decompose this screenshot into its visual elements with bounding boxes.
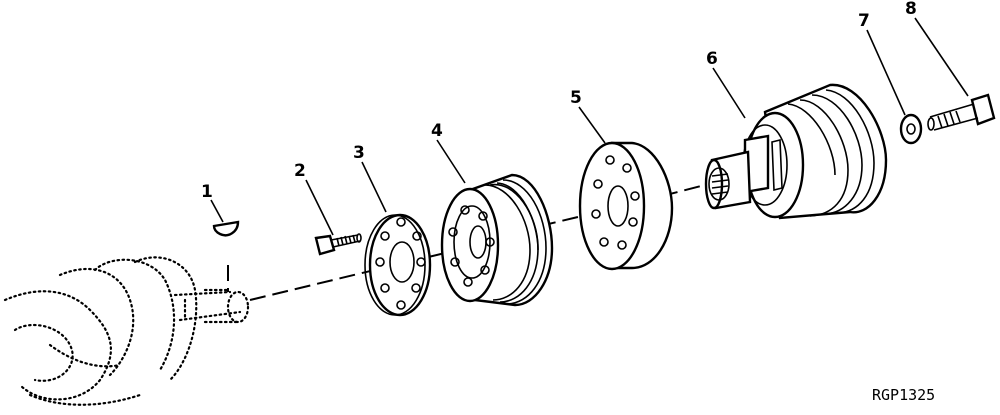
callout-1: 1 [201, 182, 213, 202]
callout-8: 8 [905, 0, 917, 19]
damper-ring-5 [578, 141, 674, 271]
leader-5 [578, 106, 606, 144]
leader-6 [712, 67, 746, 119]
pulley-4 [440, 173, 554, 307]
woodruff-key [212, 220, 240, 237]
spacer-plate-3 [364, 213, 432, 317]
callout-4: 4 [431, 121, 443, 141]
leader-2 [305, 179, 334, 236]
leader-1 [210, 199, 224, 223]
callout-6: 6 [706, 49, 718, 69]
callout-7: 7 [858, 11, 870, 31]
cap-screw-8 [927, 93, 996, 131]
leader-8 [914, 17, 969, 97]
damper-assembly-6 [704, 83, 888, 220]
crankshaft-phantom [3, 256, 250, 406]
leader-4 [436, 139, 466, 184]
callout-5: 5 [570, 88, 582, 108]
leader-7 [866, 29, 906, 116]
cap-screw-2 [314, 233, 362, 256]
leader-3 [361, 161, 387, 213]
callout-3: 3 [353, 143, 365, 163]
washer-7 [899, 113, 923, 145]
figure-code: RGP1325 [872, 386, 935, 404]
callout-2: 2 [294, 161, 306, 181]
